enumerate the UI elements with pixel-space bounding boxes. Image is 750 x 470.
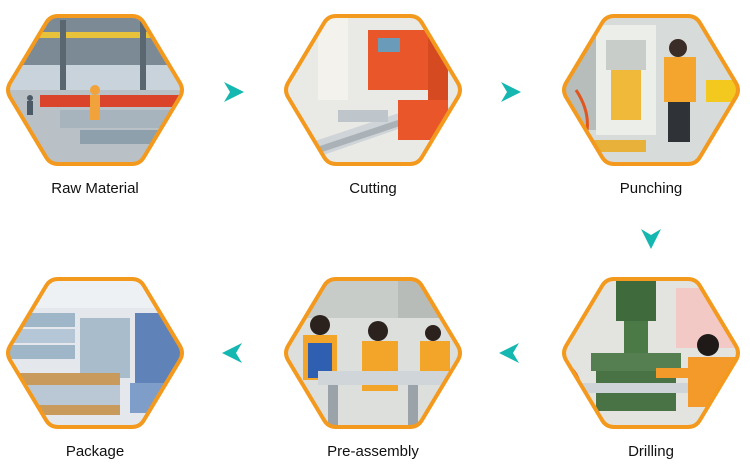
- arrow-down-icon: [638, 225, 664, 251]
- drilling-photo: [556, 273, 746, 433]
- process-step-cutting: Cutting: [278, 10, 468, 180]
- step-label-drilling: Drilling: [536, 443, 750, 460]
- step-label-punching: Punching: [536, 180, 750, 197]
- process-step-pre-assembly: Pre-assembly: [278, 273, 468, 443]
- step-label-package: Package: [0, 443, 210, 460]
- package-photo: [0, 273, 190, 433]
- process-step-raw-material: Raw Material: [0, 10, 190, 180]
- step-label-pre-assembly: Pre-assembly: [258, 443, 488, 460]
- process-step-drilling: Drilling: [556, 273, 746, 443]
- pre-assembly-photo: [278, 273, 468, 433]
- raw-material-photo: [0, 10, 190, 170]
- process-step-package: Package: [0, 273, 190, 443]
- arrow-left-icon: [497, 340, 523, 366]
- arrow-right-icon: [220, 79, 246, 105]
- step-label-cutting: Cutting: [258, 180, 488, 197]
- cutting-photo: [278, 10, 468, 170]
- arrow-right-icon: [497, 79, 523, 105]
- step-label-raw-material: Raw Material: [0, 180, 210, 197]
- arrow-left-icon: [220, 340, 246, 366]
- punching-photo: [556, 10, 746, 170]
- process-step-punching: Punching: [556, 10, 746, 180]
